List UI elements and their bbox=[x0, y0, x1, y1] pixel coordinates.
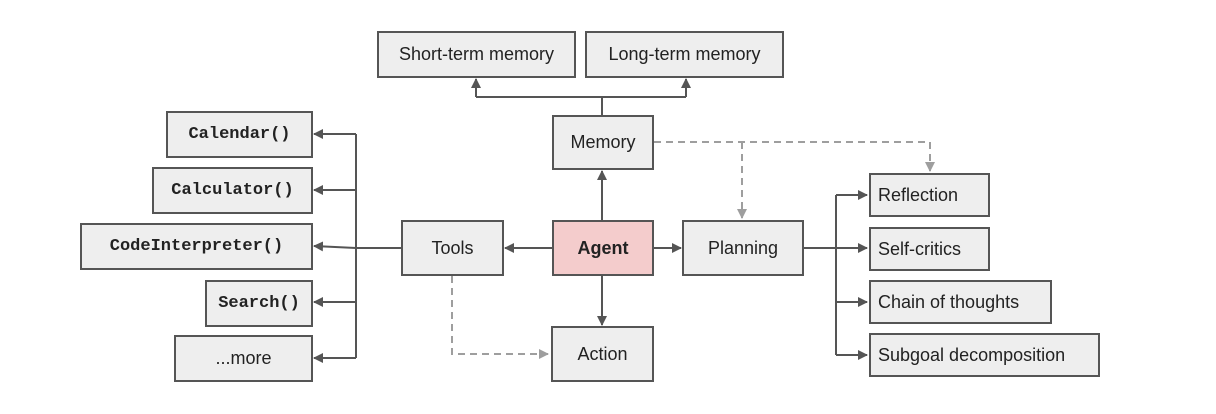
search-tool-box: Search() bbox=[205, 280, 313, 327]
dashed-memory-to-reflection bbox=[654, 141, 935, 172]
code-interpreter-tool-box: CodeInterpreter() bbox=[80, 223, 313, 270]
reflection-box: Reflection bbox=[869, 173, 990, 217]
calculator-tool-box: Calculator() bbox=[152, 167, 313, 214]
calendar-tool-box: Calendar() bbox=[166, 111, 313, 158]
memory-box: Memory bbox=[552, 115, 654, 170]
subgoal-decomposition-box: Subgoal decomposition bbox=[869, 333, 1100, 377]
arrow-to-code-interpreter bbox=[313, 241, 357, 252]
chain-of-thoughts-box: Chain of thoughts bbox=[869, 280, 1052, 324]
self-critics-box: Self-critics bbox=[869, 227, 990, 271]
action-box: Action bbox=[551, 326, 654, 382]
agent-box: Agent bbox=[552, 220, 654, 276]
tools-box: Tools bbox=[401, 220, 504, 276]
planning-box: Planning bbox=[682, 220, 804, 276]
long-term-memory-box: Long-term memory bbox=[585, 31, 784, 78]
short-term-memory-box: Short-term memory bbox=[377, 31, 576, 78]
dashed-tools-to-action bbox=[451, 276, 549, 359]
more-tools-box: ...more bbox=[174, 335, 313, 382]
